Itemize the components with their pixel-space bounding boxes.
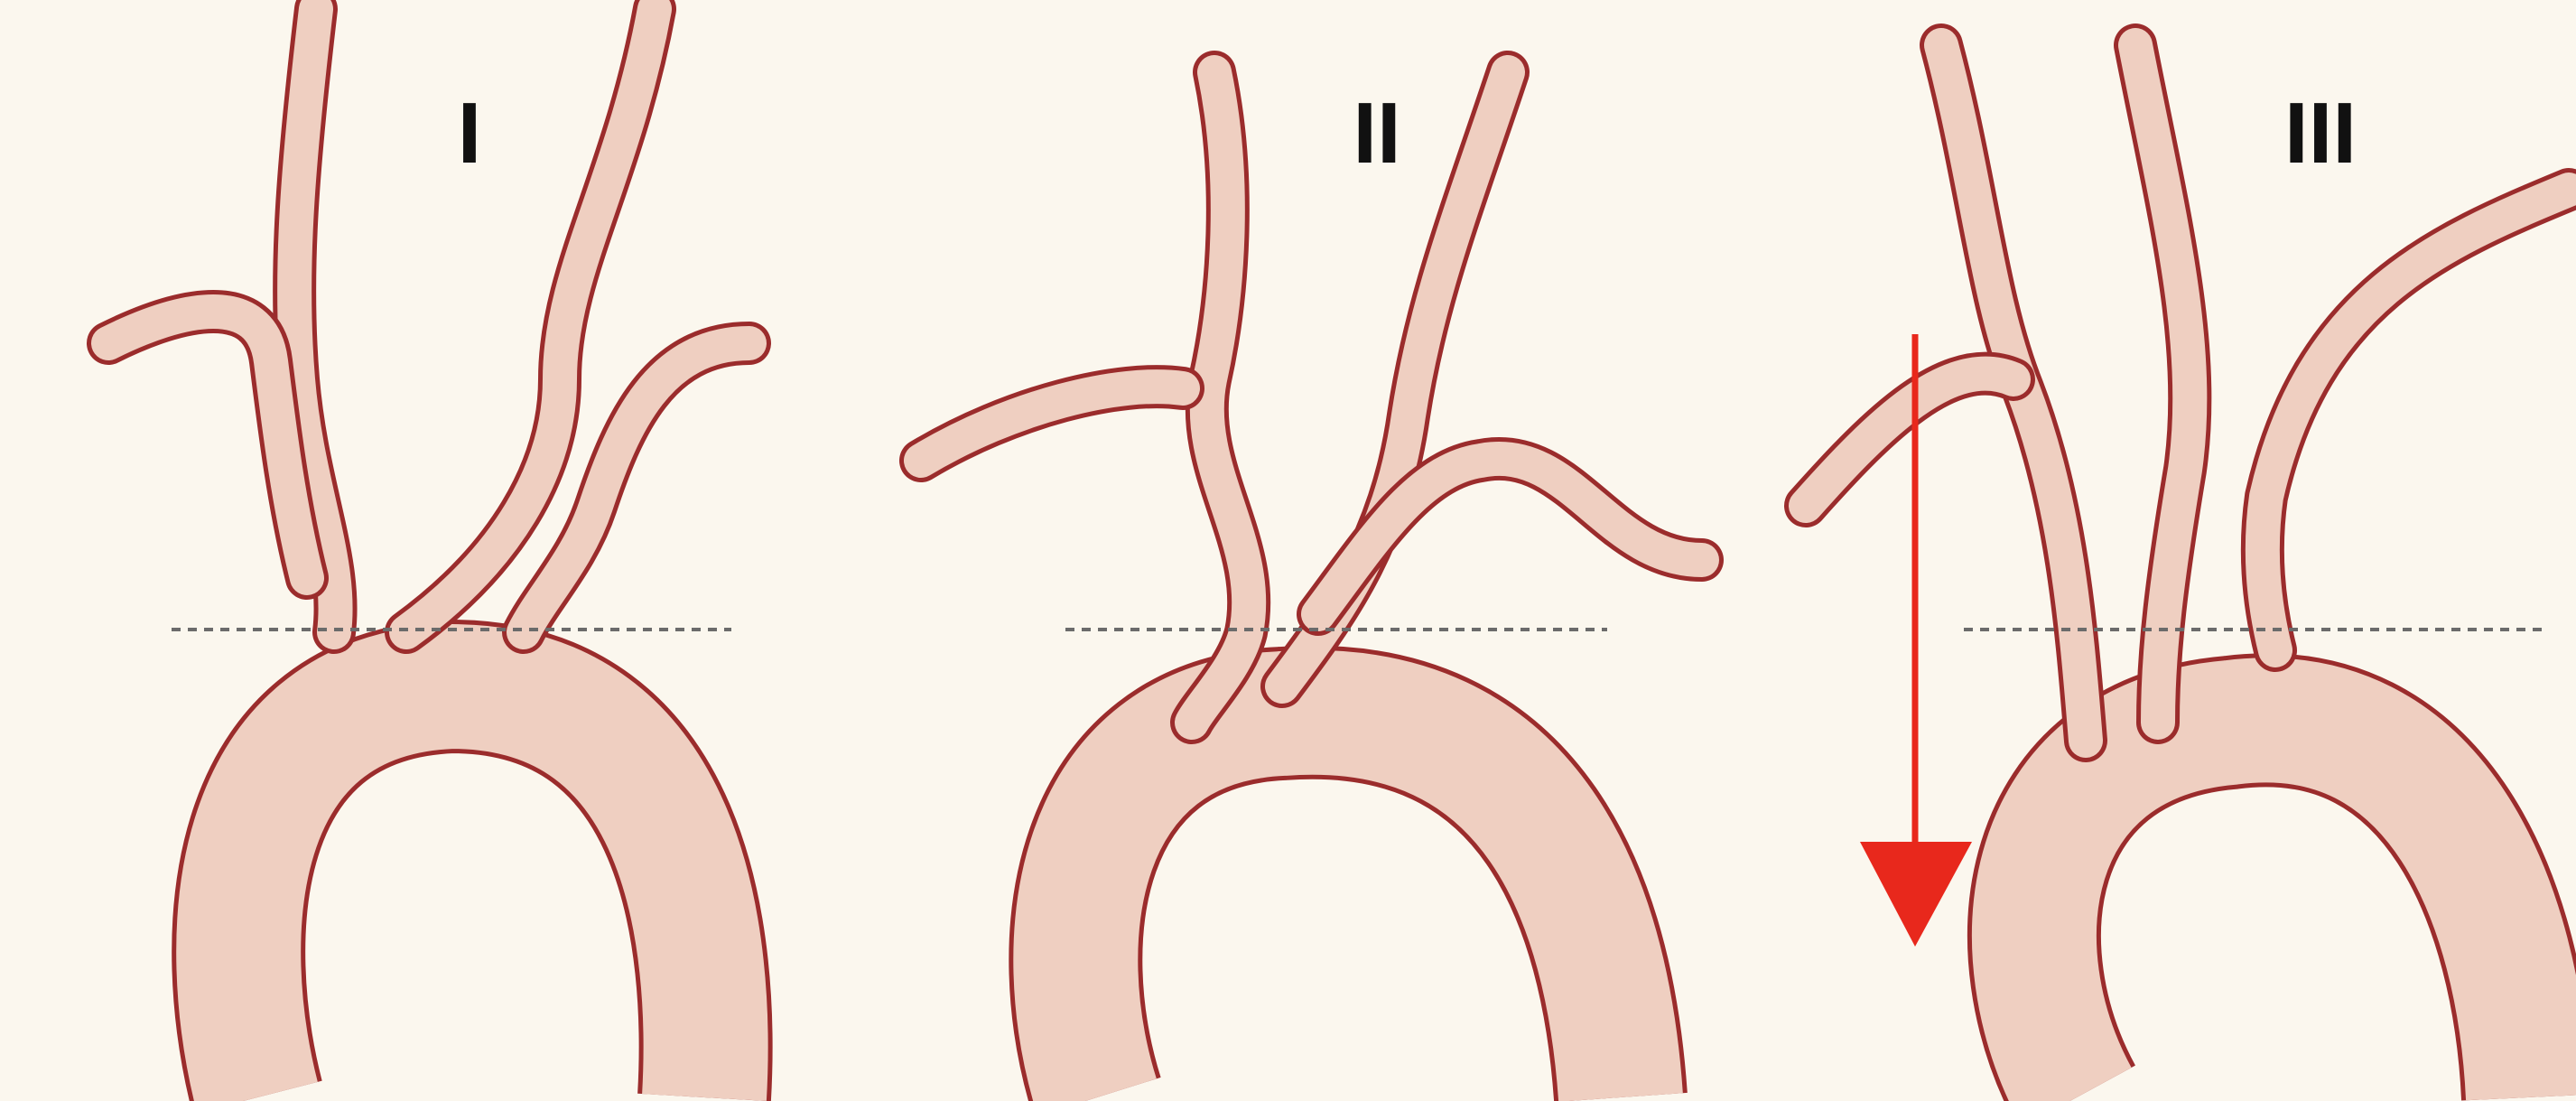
panel-label-I: I [458,85,482,182]
panel-label-III: III [2284,85,2357,182]
panel-label-II: II [1353,85,1400,182]
